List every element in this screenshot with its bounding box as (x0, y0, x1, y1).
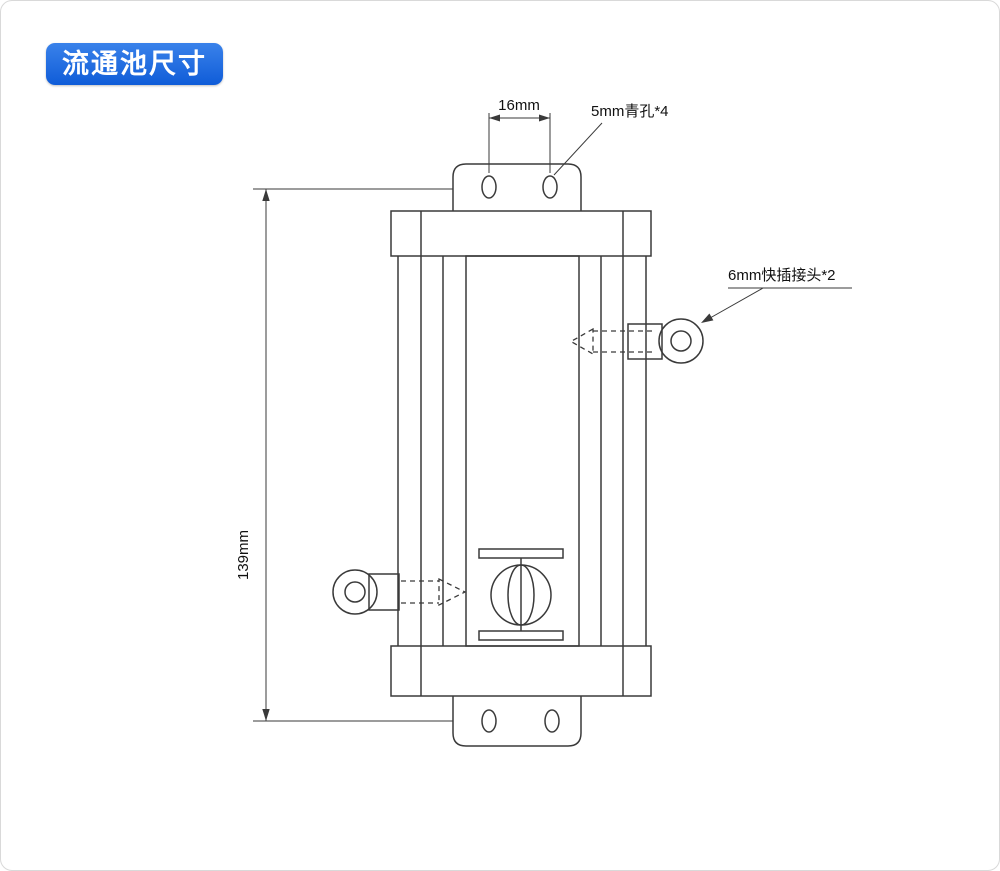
right-fitting (627, 318, 704, 364)
bottom-mounting-plate (452, 696, 582, 747)
top-slot-hole-right (542, 175, 558, 199)
top-flange (390, 210, 652, 257)
fittings-callout: 6mm快插接头*2 (701, 267, 852, 323)
tie-rods (397, 256, 647, 646)
fittings-label: 6mm快插接头*2 (728, 267, 836, 284)
dimension-top-width: 16mm (488, 97, 551, 173)
left-fitting (332, 569, 400, 615)
device-body (332, 163, 704, 747)
bottom-flange (390, 645, 652, 697)
right-fitting-port (670, 330, 692, 352)
left-fitting-port (344, 581, 366, 603)
dim-width-label: 16mm (498, 97, 540, 114)
title-badge-label: 流通池尺寸 (62, 49, 207, 79)
bottom-slot-hole-left (481, 709, 497, 733)
holes-callout: 5mm青孔*4 (553, 103, 669, 176)
bottom-slot-hole-right (544, 709, 560, 733)
flow-arrow-right (569, 327, 656, 356)
holes-label: 5mm青孔*4 (591, 103, 669, 120)
top-mounting-plate (452, 163, 582, 211)
top-slot-hole-left (481, 175, 497, 199)
upper-plate (478, 548, 564, 559)
glass-tube (465, 255, 580, 647)
title-badge: 流通池尺寸 (46, 43, 223, 86)
lower-plate (478, 630, 564, 641)
dimension-height: 139mm (235, 188, 453, 722)
dim-height-label: 139mm (235, 530, 252, 580)
float-assembly (478, 548, 564, 641)
flow-arrow-left (401, 577, 467, 607)
